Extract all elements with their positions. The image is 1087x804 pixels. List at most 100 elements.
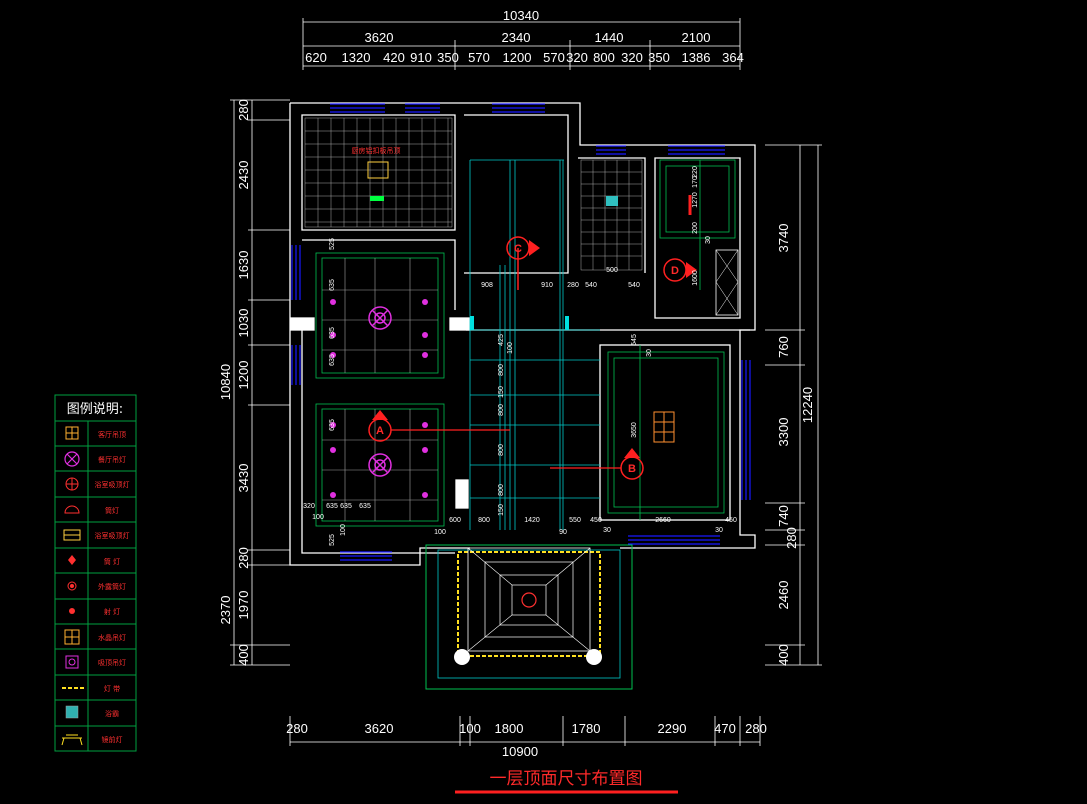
- legend-label: 客厅吊顶: [98, 430, 126, 439]
- dim-left-outer: 2370: [218, 596, 233, 625]
- dim-right: 2460: [776, 581, 791, 610]
- inner-dim: 635: [329, 279, 336, 291]
- spotlight-icons: [330, 299, 428, 498]
- section-label-b: B: [628, 463, 636, 475]
- section-marker-a: A: [368, 410, 510, 442]
- dining-ceiling: [315, 252, 445, 527]
- inner-dim: 280: [567, 282, 579, 289]
- legend-label: 浴室吸顶灯: [95, 480, 130, 489]
- kitchen-tag: 厨房铝扣板吊顶: [352, 146, 401, 155]
- dim-bottom: 1780: [572, 721, 601, 736]
- section-label-c: C: [514, 243, 522, 255]
- inner-dim: 100: [507, 342, 514, 354]
- section-label-a: A: [376, 425, 384, 437]
- inner-dim: 220: [692, 166, 699, 178]
- inner-dim: 100: [312, 514, 324, 521]
- crystal-lamp-icon: [64, 629, 80, 645]
- inner-dim: 800: [498, 404, 505, 416]
- inner-dim: 540: [628, 282, 640, 289]
- inner-dim: 540: [585, 282, 597, 289]
- entry-ceiling: [425, 544, 633, 690]
- kitchen-fixture-icon: [370, 196, 384, 201]
- mirror-lamp-icon: [61, 734, 83, 746]
- inner-dim: 550: [569, 517, 581, 524]
- legend-label: 餐厅吊灯: [98, 455, 126, 464]
- inner-dim: 600: [449, 517, 461, 524]
- dim-left: 280: [236, 99, 251, 121]
- inner-dim: 425: [498, 334, 505, 346]
- grid-lamp-icon: [65, 426, 79, 440]
- dim-right-total: 12240: [800, 387, 815, 423]
- inner-dim: 320: [303, 503, 315, 510]
- bath-panel-icon: [63, 529, 81, 541]
- dim-left: 1630: [236, 251, 251, 280]
- half-circle-lamp-icon: [64, 505, 80, 514]
- inner-dim: 170: [692, 176, 699, 188]
- dim-top-total: 10340: [503, 8, 539, 23]
- corridor-ceiling: [469, 159, 600, 530]
- dim-bottom: 280: [286, 721, 308, 736]
- legend-label: 筒灯: [105, 506, 119, 515]
- dim-bottom: 280: [745, 721, 767, 736]
- dim-top-detail: 800: [593, 50, 615, 65]
- inner-dim: 1420: [524, 517, 540, 524]
- dim-top-detail: 420: [383, 50, 405, 65]
- dim-right: 760: [776, 336, 791, 358]
- legend-label: 筒 灯: [104, 557, 120, 566]
- inner-dim: 100: [340, 524, 347, 536]
- inner-dim: 545: [631, 334, 638, 346]
- section-marker-c: C: [506, 236, 540, 290]
- legend-label: 射 灯: [104, 607, 120, 616]
- legend-label: 浴室吸顶灯: [95, 531, 130, 540]
- inner-dim: 800: [498, 484, 505, 496]
- bath-ceiling: [580, 159, 643, 271]
- dim-top-mid: 3620: [365, 30, 394, 45]
- dim-left: 1970: [236, 591, 251, 620]
- dim-top-detail: 570: [468, 50, 490, 65]
- spotlight-icon: [69, 608, 75, 614]
- dimension-lines: [230, 18, 822, 746]
- inner-dim: 30: [705, 236, 712, 244]
- dining-coffer-grid: [322, 258, 438, 521]
- dim-bottom: 1800: [495, 721, 524, 736]
- dim-top-mid: 2100: [682, 30, 711, 45]
- living-room-ceiling: [607, 159, 736, 520]
- dim-top-detail: 1200: [503, 50, 532, 65]
- downlight-icon: [68, 555, 76, 565]
- legend-label: 镜前灯: [102, 735, 123, 744]
- bath-heater-icon: [606, 196, 618, 206]
- dim-top-detail: 570: [543, 50, 565, 65]
- bath-heater-icon: [65, 705, 79, 719]
- dim-left: 2430: [236, 161, 251, 190]
- dim-right: 3740: [776, 224, 791, 253]
- inner-dim: 635: [359, 503, 371, 510]
- legend-title: 图例说明:: [67, 402, 123, 417]
- dim-left: 1200: [236, 361, 251, 390]
- inner-dim: 450: [725, 517, 737, 524]
- inner-dim: 800: [478, 517, 490, 524]
- exposed-downlight-icon: [67, 581, 77, 591]
- inner-dim: 635: [326, 503, 338, 510]
- inner-dim: 635: [329, 327, 336, 339]
- section-marker-b: B: [550, 448, 644, 480]
- kitchen-ceiling: [304, 117, 453, 228]
- drawing-title: 一层顶面尺寸布置图: [490, 769, 643, 789]
- inner-dim: 30: [603, 527, 611, 534]
- dim-bottom: 3620: [365, 721, 394, 736]
- legend-label: 吸顶吊灯: [98, 658, 126, 667]
- inner-dim: 800: [498, 364, 505, 376]
- dim-right: 280: [784, 527, 799, 549]
- dim-bottom-total: 10900: [502, 744, 538, 759]
- column-left: [454, 649, 470, 665]
- inner-dims: 635 635 635 525 635 100 320 100 100 635 …: [303, 166, 737, 546]
- dim-top-detail: 910: [410, 50, 432, 65]
- pendant-icon: [65, 655, 79, 669]
- inner-dim: 910: [541, 282, 553, 289]
- windows: [291, 103, 751, 561]
- legend-label: 外露筒灯: [98, 582, 126, 591]
- dim-left: 280: [236, 547, 251, 569]
- dim-bottom: 100: [459, 721, 481, 736]
- dim-left: 400: [236, 644, 251, 666]
- inner-dim: 500: [606, 267, 618, 274]
